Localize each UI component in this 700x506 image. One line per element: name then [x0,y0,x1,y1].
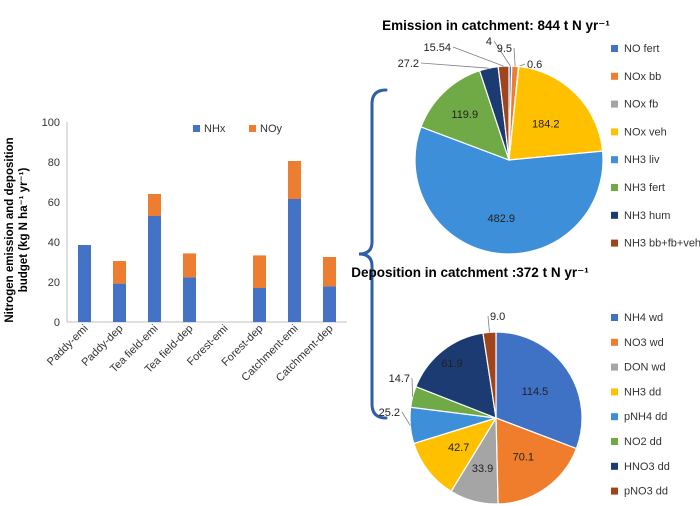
y-axis-label-line: budget (kg N ha⁻¹ yr⁻¹) [18,168,30,293]
legend-label-nh4-wd: NH4 wd [624,312,663,324]
leader-line-no2-dd [411,377,414,397]
legend-label-no2-dd: NO2 dd [624,436,662,448]
legend-swatch-nh3-bb-fb-veh [611,239,618,247]
leader-line-nox-bb [513,47,516,67]
bar-nhx-forest-dep [253,288,266,322]
legend-swatch-hno3-dd [611,462,618,470]
legend-label-no3-wd: NO3 wd [624,337,664,349]
legend-swatch-nox-bb [611,72,618,80]
y-tick-label: 40 [48,237,60,249]
legend-swatch-no2-dd [611,438,618,445]
legend-swatch-no-fert [611,45,618,52]
data-label-hno3-dd: 61.9 [441,358,462,370]
legend-label-pnh4-dd: pNH4 dd [624,411,667,423]
data-label-no-fert: 4 [486,36,492,48]
legend-label-noy: NOy [260,123,283,135]
legend-swatch-noy [249,125,256,132]
data-label-nh3-dd: 42.7 [448,442,469,454]
bar-nhx-paddy-emi [78,245,91,322]
pie-slice-no3-wd [495,417,578,505]
bar-noy-forest-dep [253,255,266,288]
legend-swatch-nox-fb [611,100,618,108]
data-label-no3-wd: 70.1 [513,452,534,464]
data-label-nh3-hum: 27.2 [398,58,419,70]
data-label-nh4-wd: 114.5 [522,386,549,398]
leader-line-no-fert [493,40,511,67]
legend-swatch-nh4-wd [611,314,618,321]
legend-swatch-pnh4-dd [611,413,618,421]
pie-slice-nh3-liv [414,126,604,255]
data-label-don-wd: 33.9 [472,463,493,475]
legend-label-nox-veh: NOx veh [624,126,667,138]
curly-brace [358,88,388,420]
legend-label-nh3-fert: NH3 fert [624,182,665,194]
legend-label-pno3-dd: pNO3 dd [624,486,668,498]
legend-label-don-wd: DON wd [624,362,666,374]
y-tick-label: 60 [48,197,60,209]
legend-swatch-nh3-dd [611,388,618,396]
y-axis-label-line: Nitrogen emission and deposition [4,137,16,322]
bar-nhx-paddy-dep [113,283,126,322]
bar-noy-tea-field-dep [183,253,196,278]
data-label-nox-bb: 9.5 [497,43,512,55]
legend-swatch-nh3-fert [611,184,618,191]
legend-label-nh3-hum: NH3 hum [624,210,670,222]
bar-noy-tea-field-emi [148,194,161,216]
pie-slice-pno3-dd [482,331,497,419]
pie-slice-nh3-bb-fb-veh [497,65,510,161]
data-label-no2-dd: 14.7 [389,373,410,385]
data-label-nox-veh: 184.2 [532,119,560,131]
legend-swatch-don-wd [611,363,618,371]
y-tick-label: 0 [54,317,60,329]
data-label-pnh4-dd: 25.2 [379,407,400,419]
legend-label-nh3-liv: NH3 liv [624,154,660,166]
legend-swatch-no3-wd [611,338,618,346]
pie-slice-nh3-dd [413,416,498,493]
deposition-pie-chart: Deposition in catchment :372 t N yr⁻¹ 114… [351,265,670,505]
brace-path [358,88,388,420]
legend-label-nox-bb: NOx bb [624,71,661,83]
legend-label-nox-fb: NOx fb [624,99,658,111]
bar-noy-catchment-dep [323,257,336,287]
bar-nhx-tea-field-emi [148,216,161,322]
data-label-nh3-fert: 119.9 [451,109,478,121]
chart-title: Emission in catchment: 844 t N yr⁻¹ [382,18,610,33]
bar-noy-catchment-emi [288,161,301,199]
legend-label-hno3-dd: HNO3 dd [624,461,670,473]
pie-slice-hno3-dd [415,332,497,419]
data-label-nh3-bb-fb-veh: 15.54 [423,42,451,54]
leader-line-pno3-dd [487,315,490,333]
legend-label-nhx: NHx [204,123,226,135]
emission-pie-chart: Emission in catchment: 844 t N yr⁻¹49.50… [382,18,700,255]
legend-swatch-nh3-liv [611,156,618,164]
y-tick-label: 100 [42,117,60,129]
pie-slice-nox-veh [508,65,604,161]
data-label-nh3-liv: 482.9 [488,213,516,225]
chart-title: Deposition in catchment :372 t N yr⁻¹ [351,265,589,280]
legend-swatch-nhx [193,125,200,132]
bar-nhx-tea-field-dep [183,277,196,322]
bar-nhx-catchment-emi [288,199,301,322]
bar-nhx-catchment-dep [323,286,336,322]
legend-swatch-nh3-hum [611,211,618,219]
bar-noy-paddy-dep [113,261,126,284]
legend-label-nh3-dd: NH3 dd [624,386,661,398]
leader-line-pnh4-dd [401,411,411,426]
leader-line-nh3-bb-fb-veh [452,46,504,67]
legend-swatch-nox-veh [611,128,618,136]
pie-slice-nh3-fert [420,69,510,162]
pie-slice-nh4-wd [495,331,583,450]
y-tick-label: 20 [48,277,60,289]
legend-label-no-fert: NO fert [624,43,659,55]
legend-label-nh3-bb-fb-veh: NH3 bb+fb+veh [624,238,700,250]
data-label-pno3-dd: 9.0 [490,311,505,323]
leader-line-nh3-hum [420,62,489,69]
y-tick-label: 80 [48,157,60,169]
legend-swatch-pno3-dd [611,487,618,495]
